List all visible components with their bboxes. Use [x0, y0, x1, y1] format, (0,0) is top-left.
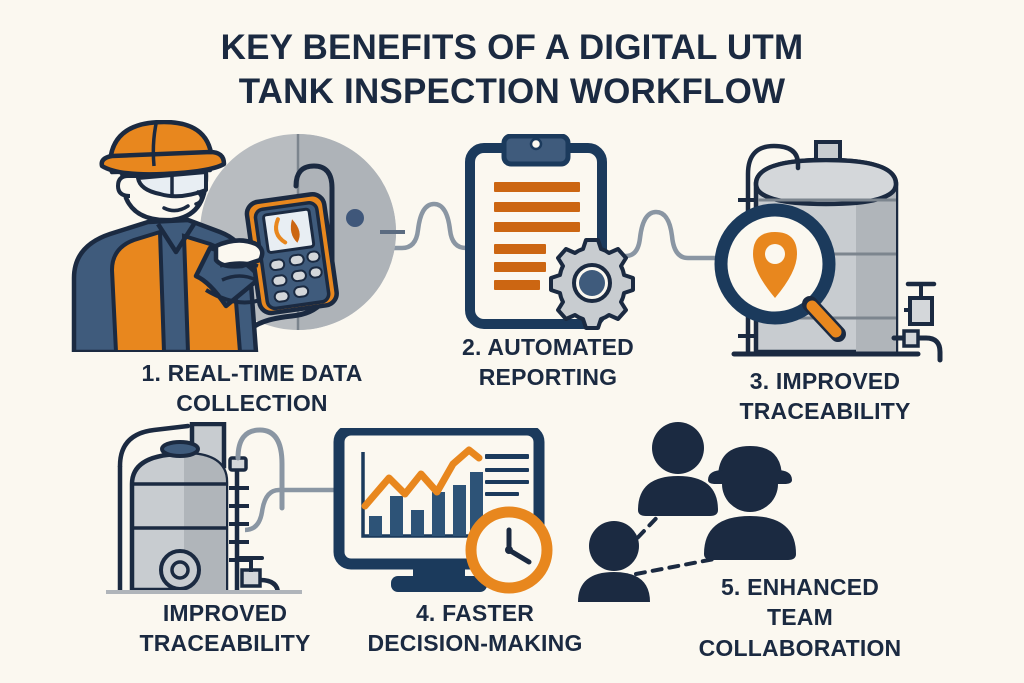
clipboard-gear-icon: [465, 134, 635, 330]
extra-traceability-label: IMPROVED TRACEABILITY: [90, 598, 360, 659]
team-collaboration-icon: [578, 422, 796, 602]
step-1-label-line-1: 1. REAL-TIME DATA: [141, 360, 363, 386]
step-3-label-line-2: TRACEABILITY: [739, 398, 911, 425]
title-line-2: TANK INSPECTION WORKFLOW: [238, 71, 786, 111]
step-5-label: 5. ENHANCED TEAM COLLABORATION: [655, 572, 945, 663]
step-5-label-line-2: TEAM: [767, 604, 833, 631]
connector-step2-step3: [612, 209, 742, 261]
step-4-label: 4. FASTER DECISION-MAKING: [330, 598, 620, 659]
step-4-label-line-1: 4. FASTER: [415, 600, 535, 626]
monitor-chart-clock-icon: [333, 428, 553, 594]
title-line-1: KEY BENEFITS OF A DIGITAL UTM: [220, 28, 804, 67]
step-2-label: 2. AUTOMATED REPORTING: [408, 332, 688, 393]
page-title: KEY BENEFITS OF A DIGITAL UTM TANK INSPE…: [0, 26, 1024, 114]
connector-tank-step4: [245, 487, 365, 533]
extra-label-line-1: IMPROVED: [162, 600, 288, 626]
step-1-label: 1. REAL-TIME DATA COLLECTION: [92, 358, 412, 419]
step-5-label-line-1: 5. ENHANCED: [720, 574, 880, 600]
extra-label-line-2: TRACEABILITY: [139, 630, 311, 657]
inspector-with-utm-gauge-icon: [71, 120, 405, 352]
tank-magnifier-icon: [714, 140, 943, 363]
step-2-label-line-1: 2. AUTOMATED: [462, 334, 634, 360]
step-5-label-line-3: COLLABORATION: [698, 634, 902, 661]
step-4-label-line-2: DECISION-MAKING: [367, 630, 583, 657]
storage-tank-icon: [106, 422, 302, 594]
step-2-label-line-2: REPORTING: [478, 364, 618, 391]
step-3-label: 3. IMPROVED TRACEABILITY: [690, 366, 960, 427]
step-1-label-line-2: COLLECTION: [176, 390, 328, 417]
step-3-label-line-1: 3. IMPROVED: [749, 368, 901, 394]
connector-step1-step2: [372, 201, 492, 251]
